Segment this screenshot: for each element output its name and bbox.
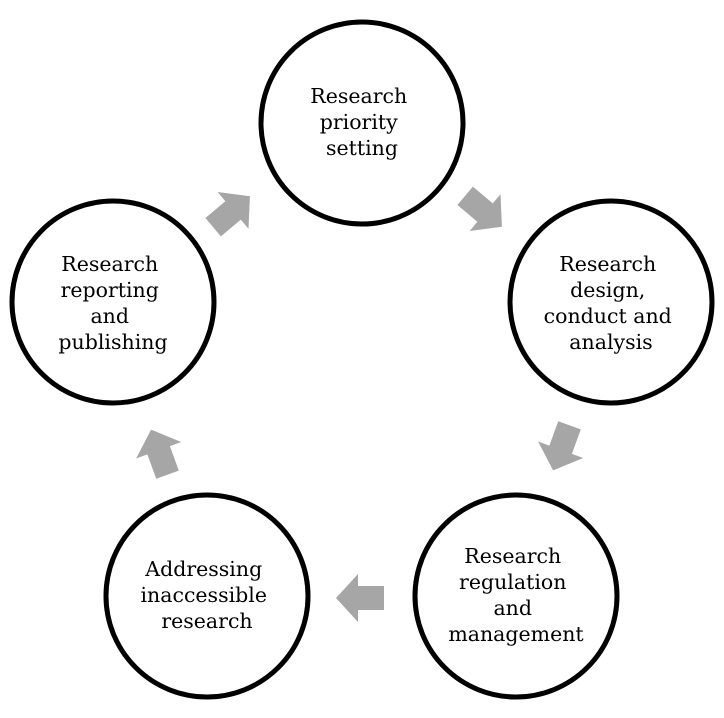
stage-research-design: Research design, conduct and analysis xyxy=(507,198,715,406)
stage-label-line: Research xyxy=(61,252,158,276)
stage-label: Research regulation and management xyxy=(448,544,584,646)
stage-circle xyxy=(9,198,217,406)
flow-arrow-icon xyxy=(336,574,384,622)
stage-label-line: reporting xyxy=(61,278,159,302)
stage-label-line: inaccessible xyxy=(140,583,266,607)
stage-label-line: Research xyxy=(559,252,656,276)
stage-label-line: setting xyxy=(326,136,398,160)
stage-circle xyxy=(258,19,466,227)
stage-research-priority-setting: Research priority setting xyxy=(258,19,466,227)
stage-circle xyxy=(507,198,715,406)
stage-circle xyxy=(412,492,620,700)
arrow-regulation-to-inaccessible xyxy=(336,574,384,622)
stage-circle xyxy=(103,492,311,700)
stage-label-line: and xyxy=(493,596,532,620)
stage-label-line: conduct and xyxy=(544,304,672,328)
stage-label-line: research xyxy=(161,609,252,633)
arrow-inaccessible-to-reporting xyxy=(136,429,182,479)
flow-arrow-icon xyxy=(136,429,182,479)
arrow-design-to-regulation xyxy=(538,421,584,471)
stage-label-line: and xyxy=(90,304,129,328)
stage-label-line: Addressing xyxy=(144,557,262,581)
arrow-priority-to-design xyxy=(457,186,502,231)
stage-label: Research reporting and publishing xyxy=(58,252,167,354)
stage-label: Addressing inaccessible research xyxy=(140,557,273,633)
stage-label-line: Research xyxy=(464,544,561,568)
flow-arrow-icon xyxy=(457,186,502,231)
stage-label-line: regulation xyxy=(459,570,566,594)
stage-label: Research design, conduct and analysis xyxy=(544,252,679,354)
stage-label-line: design, xyxy=(570,278,645,302)
stage-label-line: management xyxy=(448,622,584,646)
flow-arrow-icon xyxy=(205,192,250,237)
stage-label-line: publishing xyxy=(58,330,167,354)
stage-label-line: Research xyxy=(310,84,407,108)
stage-research-reporting: Research reporting and publishing xyxy=(9,198,217,406)
stage-label-line: priority xyxy=(320,110,398,134)
stage-research-regulation: Research regulation and management xyxy=(412,492,620,700)
arrow-reporting-to-priority xyxy=(205,192,250,237)
flow-arrow-icon xyxy=(538,421,584,471)
stage-label: Research priority setting xyxy=(310,84,413,160)
stage-label-line: analysis xyxy=(569,330,652,354)
stage-addressing-inaccessible-research: Addressing inaccessible research xyxy=(103,492,311,700)
